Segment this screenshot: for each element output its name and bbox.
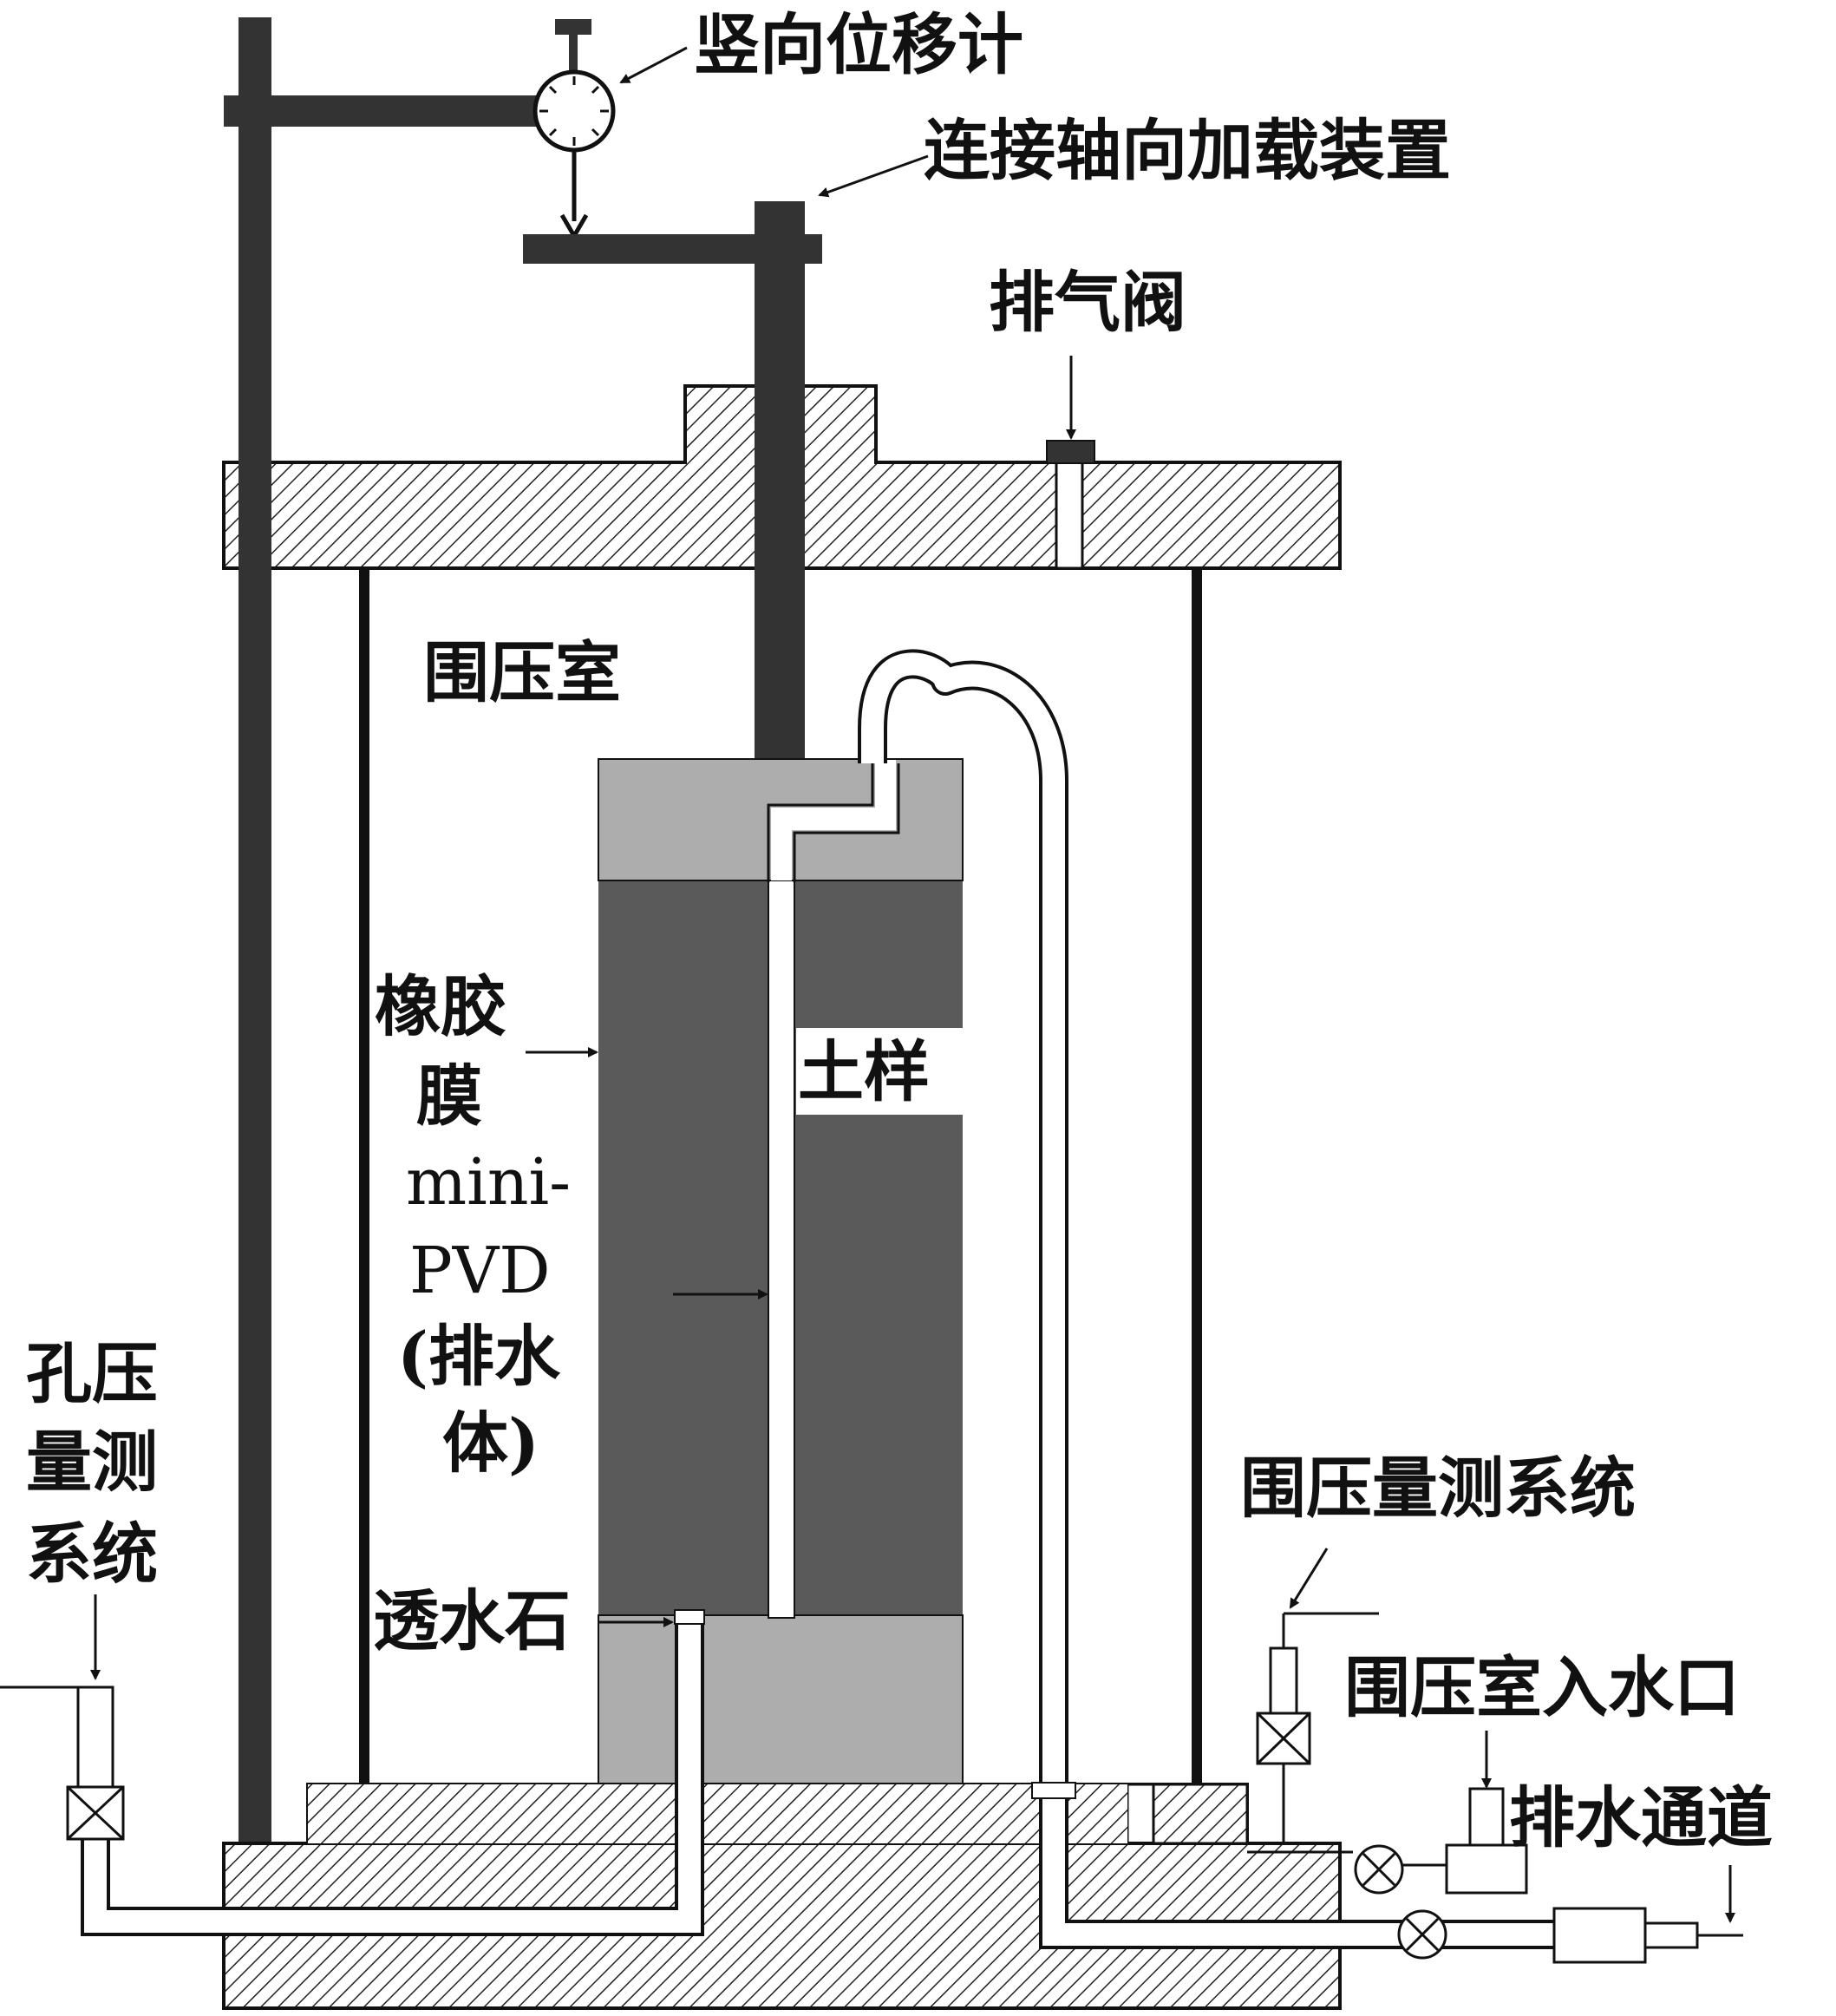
- label-mini-pvd-3: (排水: [397, 1318, 561, 1395]
- drainage-channel-valve: [1397, 1907, 1743, 1964]
- label-pore-pressure-3: 系统: [26, 1515, 158, 1593]
- label-porous-stone: 透水石: [373, 1582, 571, 1659]
- loading-rod: [755, 201, 805, 759]
- label-pore-pressure-2: 量测: [26, 1424, 158, 1501]
- bottom-porous-stone: [598, 1614, 964, 1785]
- label-cell-chamber: 围压室: [423, 634, 621, 711]
- cell-water-inlet-line: [1247, 1787, 1528, 1895]
- label-vent-valve: 排气阀: [989, 264, 1186, 341]
- dial-gauge: [533, 19, 616, 240]
- top-drain-path: [767, 763, 900, 882]
- label-vertical-gauge: 竖向位移计: [694, 6, 1023, 83]
- soil-label-window: [796, 1028, 963, 1115]
- label-cell-water-inlet: 围压室入水口: [1344, 1649, 1740, 1726]
- label-cell-pressure-system: 围压量测系统: [1240, 1450, 1636, 1527]
- label-pore-pressure-1: 孔压: [26, 1335, 158, 1412]
- label-drainage-channel: 排水通道: [1509, 1779, 1773, 1856]
- drainage-tube-inner: [861, 652, 1065, 1791]
- chamber-wall-right: [1192, 568, 1202, 1791]
- cell-pressure-valve: [1162, 1612, 1379, 1845]
- label-rubber-membrane-1: 橡胶: [375, 968, 506, 1045]
- label-mini-pvd-4: 体): [442, 1404, 539, 1482]
- vent-valve-cap: [1046, 440, 1095, 464]
- vent-channel: [1055, 458, 1084, 570]
- pointer-arrows: [90, 46, 1735, 1923]
- mini-pvd-strip: [768, 880, 795, 1619]
- left-support-column: [238, 17, 271, 1865]
- label-mini-pvd-2: PVD: [409, 1234, 551, 1308]
- chamber-wall-left: [359, 568, 369, 1791]
- pore-pressure-valve: [0, 1685, 125, 1841]
- label-mini-pvd-1: mini-: [406, 1145, 571, 1220]
- drain-line-inner: [1042, 1791, 1557, 1946]
- label-soil-sample: 土样: [798, 1033, 930, 1110]
- gauge-arm: [224, 95, 546, 127]
- label-rubber-membrane-2: 膜: [416, 1057, 482, 1135]
- label-axial-loading: 连接轴向加载装置: [924, 112, 1451, 189]
